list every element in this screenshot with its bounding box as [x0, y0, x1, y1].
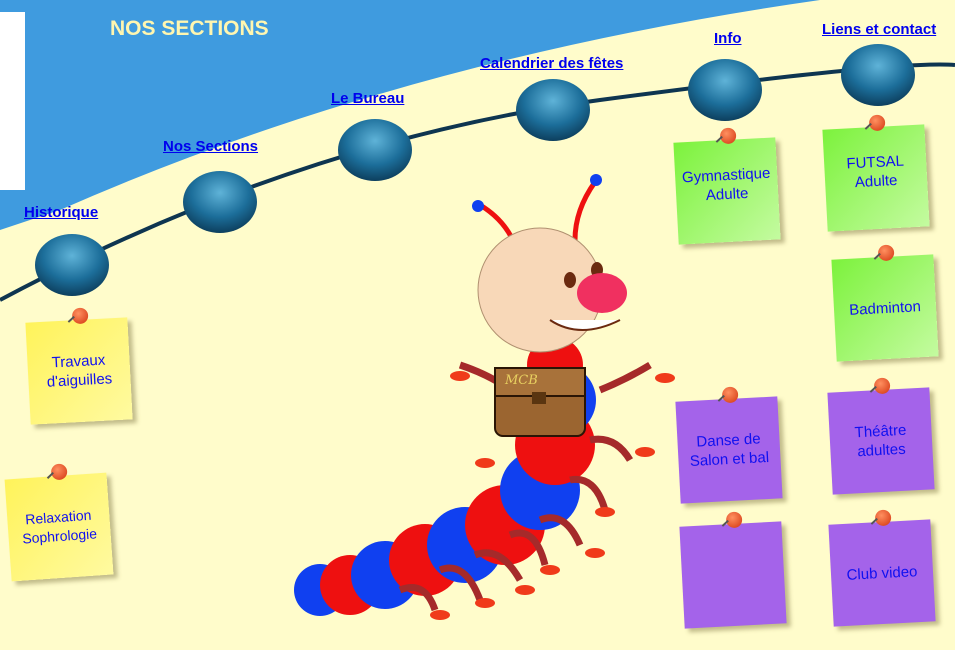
note-label: Gymnastique Adulte — [681, 164, 771, 205]
note-label: Théâtre adultes — [854, 421, 907, 461]
note-label: FUTSAL Adulte — [846, 152, 905, 192]
pushpin-icon — [874, 509, 892, 527]
note-label: Club video — [846, 562, 918, 584]
note-club-video[interactable]: Club video — [828, 509, 936, 627]
page-title: NOS SECTIONS — [110, 17, 269, 40]
note-label: Badminton — [848, 297, 922, 319]
sky-banner — [0, 0, 820, 230]
note-badminton[interactable]: Badminton — [831, 244, 939, 362]
pushpin-icon — [873, 377, 891, 395]
nav-historique[interactable]: Historique — [24, 204, 99, 221]
pushpin-icon — [721, 386, 739, 404]
pushpin-icon — [50, 463, 68, 481]
note-danse[interactable]: Danse de Salon et bal — [675, 386, 783, 504]
nav-nos-sections[interactable]: Nos Sections — [163, 138, 259, 155]
nav-calendrier[interactable]: Calendrier des fêtes — [480, 55, 624, 72]
note-label: Travaux d'aiguilles — [46, 351, 113, 391]
note-futsal[interactable]: FUTSAL Adulte — [822, 114, 930, 232]
caterpillar-mascot — [294, 174, 675, 620]
note-gymnastique[interactable]: Gymnastique Adulte — [673, 127, 781, 245]
pushpin-icon — [719, 127, 737, 145]
nav-info[interactable]: Info — [714, 30, 742, 47]
nav-liens-contact[interactable]: Liens et contact — [822, 21, 937, 38]
pushpin-icon — [71, 307, 89, 325]
note-travaux-aiguilles[interactable]: Travaux d'aiguilles — [25, 307, 133, 425]
nav-balls — [35, 44, 915, 296]
pushpin-icon — [725, 511, 743, 529]
note-label: Danse de Salon et bal — [689, 430, 770, 471]
note-empty[interactable] — [679, 511, 787, 629]
pushpin-icon — [868, 114, 886, 132]
note-theatre[interactable]: Théâtre adultes — [827, 377, 935, 495]
note-label: Relaxation Sophrologie — [21, 506, 98, 547]
bag-logo: MCB — [505, 373, 538, 388]
nav-le-bureau[interactable]: Le Bureau — [331, 90, 405, 107]
note-relaxation[interactable]: Relaxation Sophrologie — [4, 463, 114, 582]
pushpin-icon — [877, 244, 895, 262]
side-panel — [0, 12, 25, 190]
